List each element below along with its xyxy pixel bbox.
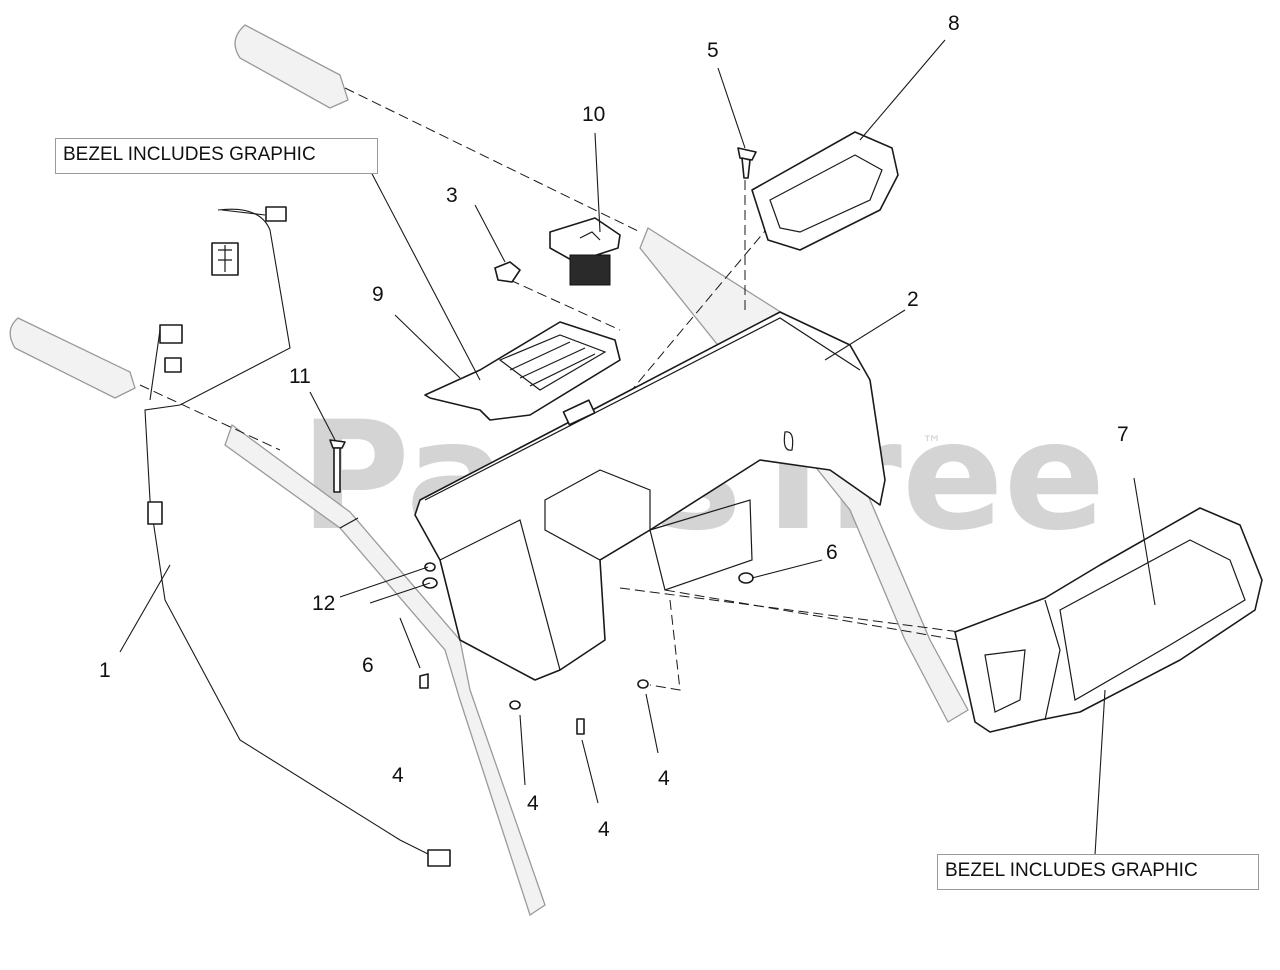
callout-bezel-left: BEZEL INCLUDES GRAPHIC — [55, 138, 378, 174]
label-part-4c: 4 — [598, 818, 610, 841]
label-part-4b: 4 — [527, 792, 539, 815]
callout-bezel-right: BEZEL INCLUDES GRAPHIC — [937, 854, 1259, 890]
grip-top-left-icon — [234, 24, 349, 109]
label-part-4d: 4 — [658, 767, 670, 790]
label-part-3: 3 — [446, 184, 458, 207]
label-part-12: 12 — [312, 592, 335, 615]
explode-line-bezel-2 — [664, 589, 959, 641]
label-part-6b: 6 — [826, 541, 838, 564]
pin — [329, 439, 346, 493]
label-part-8: 8 — [948, 12, 960, 35]
screw — [737, 147, 757, 179]
watermark-trademark: ™ — [922, 431, 942, 455]
grip-left-icon — [9, 317, 136, 399]
label-part-2: 2 — [907, 288, 919, 311]
handlebar-tube-left — [224, 423, 546, 917]
wire-harness — [144, 206, 451, 867]
explode-line-grip-top — [344, 87, 641, 233]
explode-line-plug — [509, 279, 621, 331]
label-part-4a: 4 — [392, 764, 404, 787]
clip — [494, 261, 521, 283]
explode-line-grip-left — [139, 384, 281, 451]
label-part-5: 5 — [707, 39, 719, 62]
label-part-7: 7 — [1117, 423, 1129, 446]
label-part-10: 10 — [582, 103, 605, 126]
switch — [549, 217, 621, 286]
console-bezel — [424, 321, 621, 421]
side-bezel — [954, 507, 1263, 733]
display-bezel — [751, 131, 899, 251]
explode-line-bezel — [619, 587, 961, 633]
leader-lines — [119, 39, 1156, 856]
label-part-9: 9 — [372, 283, 384, 306]
label-part-1: 1 — [99, 659, 111, 682]
label-part-6a: 6 — [362, 654, 374, 677]
explode-line-4 — [649, 599, 681, 691]
dash-panel — [414, 311, 886, 681]
label-part-11: 11 — [289, 365, 311, 388]
